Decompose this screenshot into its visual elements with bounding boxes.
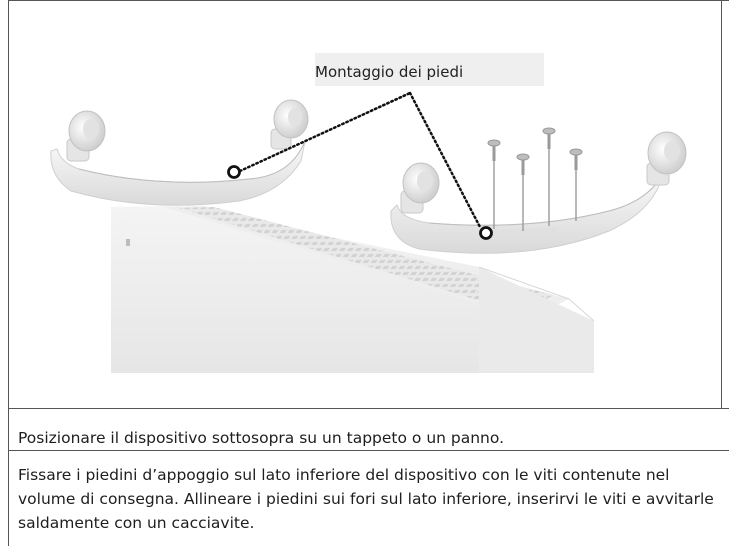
heater-body [111,206,595,373]
feet-mounting-illustration [50,91,687,373]
screw-3-icon [542,127,556,226]
callout-leaders [238,91,482,229]
left-foot-wheel-a [66,110,106,162]
screws [487,127,583,231]
right-foot [390,131,687,254]
callout-label-box [315,53,544,86]
screw-4-icon [569,148,583,221]
callout-label: Montaggio dei piedi [315,63,464,81]
assembly-figure [9,1,721,407]
screw-1-icon [487,139,501,229]
document-frame [8,0,729,546]
instruction-row-2: Fissare i piedini d’appoggio sul lato in… [8,450,729,546]
instruction-text-2: Fissare i piedini d’appoggio sul lato in… [18,466,714,532]
callout-marker-left [227,165,241,179]
screw-2-icon [516,153,530,231]
right-foot-wheel-b [646,131,687,186]
callout-marker-right [479,226,493,240]
top-rule [8,0,729,1]
instruction-text-1: Posizionare il dispositivo sottosopra su… [18,429,505,447]
right-rule [721,0,722,408]
left-foot-wheel-b [270,99,309,150]
instruction-row-1: Posizionare il dispositivo sottosopra su… [8,408,729,450]
left-foot [50,99,309,206]
right-foot-wheel-a [400,162,440,214]
